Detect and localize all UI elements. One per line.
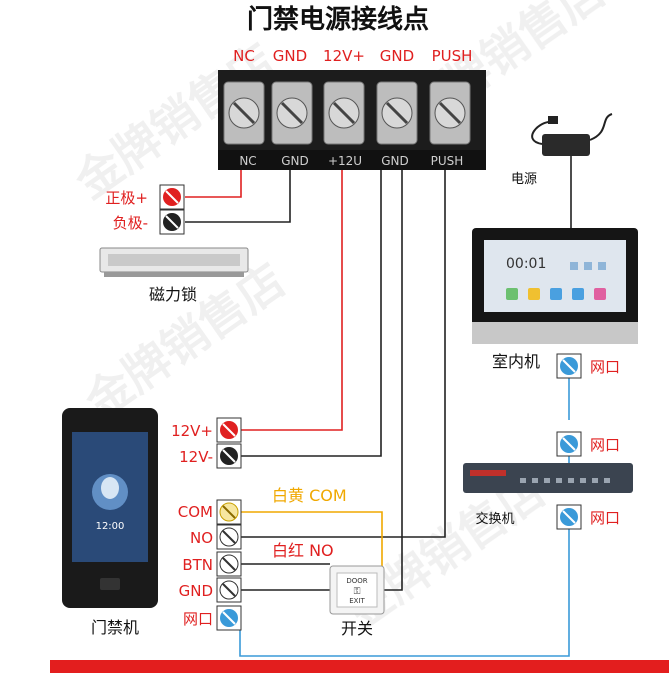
wire-note-no: 白红 NO — [272, 541, 334, 560]
wire-gnd-to-maglock-neg — [185, 170, 291, 223]
wire-note-com: 白黄 COM — [272, 486, 347, 505]
psu-label-gnd2: GND — [380, 47, 414, 65]
screw-terminal-nc — [223, 81, 265, 145]
switch-port-label: 网口 — [590, 509, 620, 527]
wire-push-to-no — [240, 170, 446, 538]
access-terminal: 12:00 门禁机 — [62, 408, 158, 637]
screw-terminal-12v — [323, 81, 365, 145]
magnetic-lock: 磁力锁 — [99, 247, 249, 304]
maglock-terminals: 正极+ 负极- — [105, 184, 185, 235]
page-title: 门禁电源接线点 — [247, 4, 429, 35]
key-icon: ⚿ — [354, 587, 361, 597]
psu-body-gnd2: GND — [381, 154, 409, 168]
indoor-time: 00:01 — [506, 256, 546, 272]
network-switch: 交换机 网口 — [463, 463, 633, 530]
psu-label-push: PUSH — [432, 47, 473, 65]
psu-label-12v: 12V+ — [323, 47, 365, 65]
psu-body-gnd1: GND — [281, 154, 309, 168]
exit-face-top: DOOR — [346, 577, 367, 585]
switch-name: 交换机 — [475, 511, 514, 527]
terminal-body-labels: NC GND +12U GND PUSH — [239, 154, 463, 168]
wires — [185, 154, 572, 657]
exit-button: DOOR ⚿ EXIT 开关 — [329, 565, 385, 638]
terminal-connections: 12V+ 12V- COM NO BTN GND 网口 — [171, 417, 242, 631]
screw-terminal-gnd1 — [271, 81, 313, 145]
term-label-12vneg: 12V- — [179, 448, 213, 466]
maglock-neg-label: 负极- — [113, 214, 148, 232]
psu-body-push: PUSH — [431, 154, 464, 168]
term-label-com: COM — [178, 503, 213, 521]
svg-text:金牌销售店: 金牌销售店 — [75, 253, 295, 430]
maglock-name: 磁力锁 — [149, 285, 197, 304]
psu-body-nc: NC — [239, 154, 256, 168]
psu-label-nc: NC — [233, 47, 255, 65]
power-adapter: 电源 — [511, 113, 613, 187]
maglock-pos-label: 正极+ — [105, 189, 148, 207]
bottom-red-bar — [50, 660, 669, 673]
term-label-lan: 网口 — [183, 610, 213, 628]
terminal-header-labels: NC GND 12V+ GND PUSH — [233, 47, 472, 65]
indoor-unit-name: 室内机 — [492, 352, 540, 371]
power-terminal-block: NC GND 12V+ GND PUSH NC GND +12U GND PUS… — [218, 47, 486, 170]
wire-nc-to-maglock-pos — [185, 170, 242, 198]
wire-gnd-to-terminal-neg — [240, 170, 382, 457]
indoor-unit: 00:01 室内机 网口 — [472, 228, 638, 379]
exit-face-bottom: EXIT — [349, 597, 365, 605]
term-label-btn: BTN — [182, 556, 213, 574]
wire-com-to-exit — [240, 511, 383, 580]
wire-12v-to-terminal — [240, 170, 343, 431]
terminal-name: 门禁机 — [91, 618, 139, 637]
term-label-12vpos: 12V+ — [171, 422, 213, 440]
psu-body-12v: +12U — [328, 154, 362, 168]
psu-label-gnd1: GND — [273, 47, 307, 65]
indoor-port-label: 网口 — [590, 358, 620, 376]
wire-lan-to-switch — [239, 517, 570, 657]
screw-terminal-push — [429, 81, 471, 145]
exit-button-name: 开关 — [341, 619, 373, 638]
wire-gnd-to-btn-gnd — [240, 170, 403, 591]
mid-network-port: 网口 — [556, 431, 620, 457]
power-adapter-name: 电源 — [511, 172, 537, 187]
term-label-no: NO — [190, 529, 213, 547]
terminal-screen-time: 12:00 — [96, 521, 125, 532]
mid-port-label: 网口 — [590, 436, 620, 454]
term-label-gnd: GND — [179, 582, 213, 600]
screw-terminal-gnd2 — [376, 81, 418, 145]
terminal-screws — [223, 81, 471, 145]
